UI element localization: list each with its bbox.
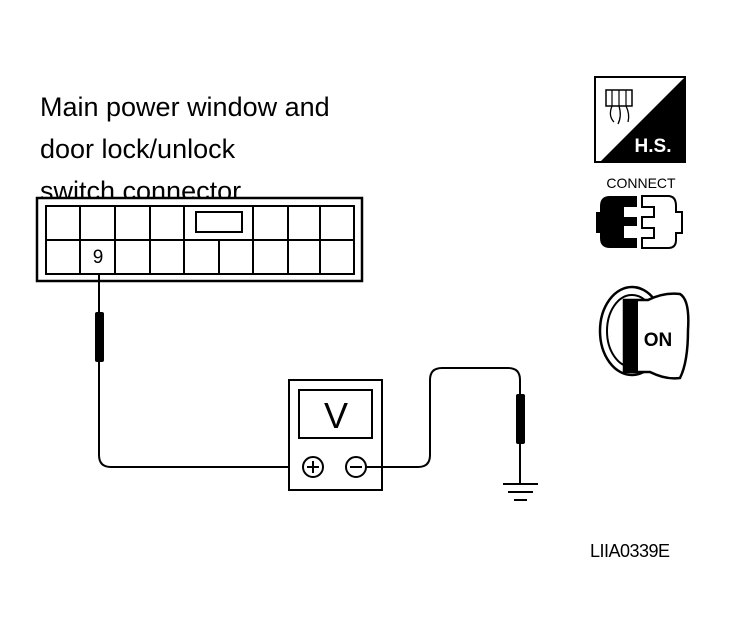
terminal-label: 9 [93, 247, 104, 268]
voltmeter-symbol: V [324, 395, 348, 436]
switch-connector: 9 [35, 196, 364, 283]
ground-symbol [503, 483, 538, 501]
voltmeter: V [288, 379, 383, 491]
connector-title: Main power window and door lock/unlock s… [40, 86, 330, 212]
positive-probe [95, 274, 289, 468]
ignition-label: ON [644, 330, 673, 351]
title-line-1: Main power window and [40, 92, 330, 122]
figure-code: LIIA0339E [590, 541, 670, 561]
harness-side-label: H.S. [635, 136, 672, 157]
ignition-on-icon: ON [598, 285, 690, 380]
harness-side-icon: H.S. [594, 76, 686, 163]
negative-probe [366, 367, 525, 484]
connect-label: CONNECT [606, 175, 676, 191]
title-line-2: door lock/unlock [40, 134, 236, 164]
connect-icon: CONNECT [596, 175, 683, 249]
